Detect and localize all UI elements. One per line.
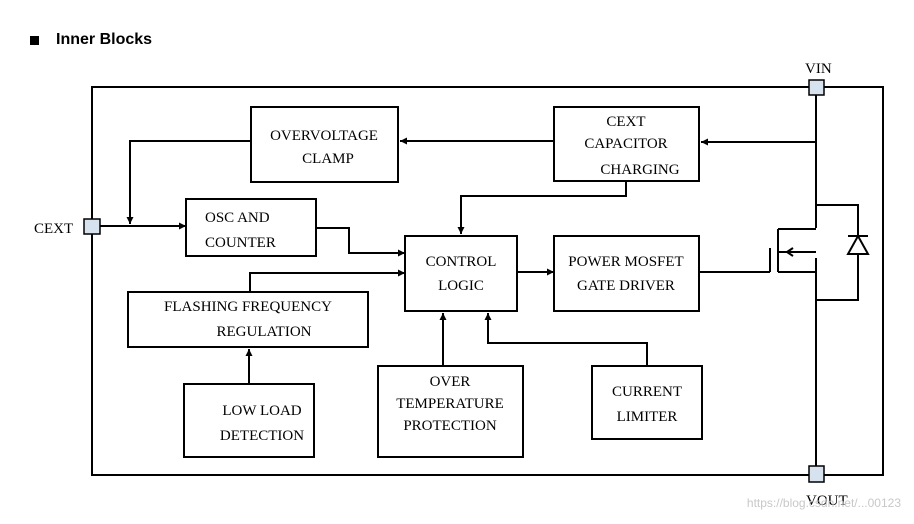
chip-outline <box>91 86 884 476</box>
vout-pin: VOUT <box>806 465 848 509</box>
vin-label: VIN <box>805 61 832 77</box>
low-load-detection-block: LOW LOAD DETECTION <box>183 383 315 458</box>
svg-text:OSC AND: OSC AND <box>205 210 270 226</box>
svg-text:CAPACITOR: CAPACITOR <box>584 136 667 152</box>
vout-label: VOUT <box>806 493 848 509</box>
svg-text:LOGIC: LOGIC <box>438 278 484 294</box>
overvoltage-clamp-block: OVERVOLTAGE CLAMP <box>250 106 399 183</box>
svg-text:CONTROL: CONTROL <box>426 254 497 270</box>
heading-text: Inner Blocks <box>56 31 153 48</box>
svg-text:DETECTION: DETECTION <box>220 428 304 444</box>
svg-text:CLAMP: CLAMP <box>302 151 354 167</box>
cext-pin: CEXT <box>34 218 101 237</box>
svg-text:LIMITER: LIMITER <box>617 409 678 425</box>
flashing-frequency-regulation-block: FLASHING FREQUENCY REGULATION <box>127 291 369 348</box>
control-logic-block: CONTROL LOGIC <box>404 235 518 312</box>
svg-text:TEMPERATURE: TEMPERATURE <box>396 396 504 412</box>
svg-text:CHARGING: CHARGING <box>600 162 679 178</box>
section-heading: Inner Blocks <box>30 31 152 49</box>
svg-text:CURRENT: CURRENT <box>612 384 682 400</box>
power-mosfet-gate-driver-block: POWER MOSFET GATE DRIVER <box>553 235 700 312</box>
svg-text:LOW LOAD: LOW LOAD <box>222 403 301 419</box>
osc-counter-block: OSC AND COUNTER <box>185 198 317 257</box>
wires <box>100 95 817 466</box>
bullet-square-icon <box>30 35 39 45</box>
svg-text:CEXT: CEXT <box>606 114 645 130</box>
svg-text:OVER: OVER <box>430 374 471 390</box>
watermark: https://blog.csdn.net/...00123 <box>747 496 901 510</box>
power-mosfet-symbol <box>769 204 870 301</box>
svg-text:POWER MOSFET: POWER MOSFET <box>568 254 683 270</box>
svg-text:FLASHING FREQUENCY: FLASHING FREQUENCY <box>164 299 332 315</box>
svg-text:COUNTER: COUNTER <box>205 235 276 251</box>
over-temperature-protection-block: OVER TEMPERATURE PROTECTION <box>377 365 524 458</box>
cext-capacitor-charging-block: CEXT CAPACITOR CHARGING <box>553 106 700 182</box>
svg-text:REGULATION: REGULATION <box>217 324 312 340</box>
svg-text:GATE DRIVER: GATE DRIVER <box>577 278 675 294</box>
vin-pin: VIN <box>805 61 832 96</box>
cext-label: CEXT <box>34 221 73 237</box>
svg-text:OVERVOLTAGE: OVERVOLTAGE <box>270 128 378 144</box>
current-limiter-block: CURRENT LIMITER <box>591 365 703 440</box>
svg-text:PROTECTION: PROTECTION <box>403 418 497 434</box>
